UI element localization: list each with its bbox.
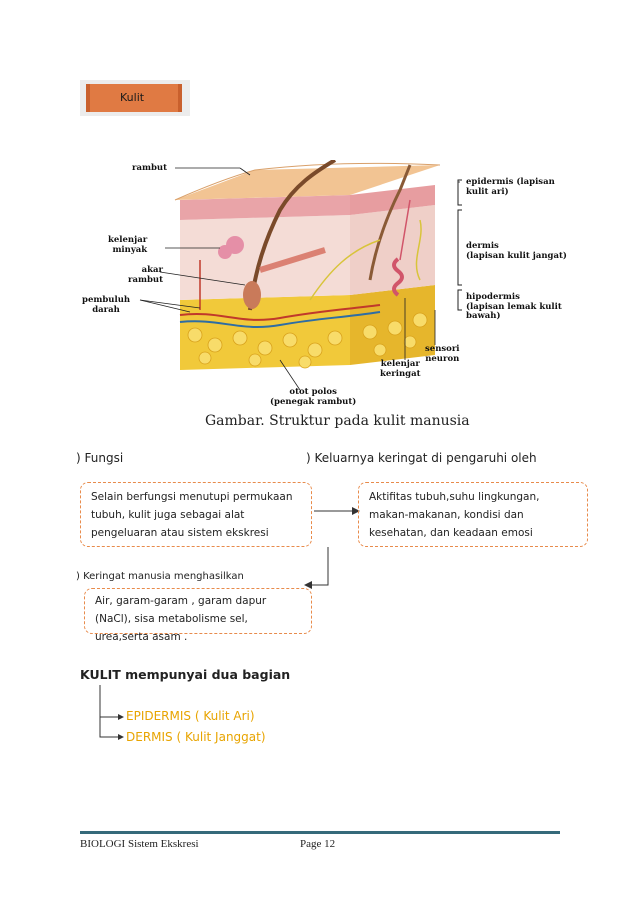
fungsi-header: ) Fungsi: [76, 451, 123, 465]
keringat-hasil-text: Air, garam-garam , garam dapur (NaCl), s…: [95, 595, 266, 643]
keringat-hasil-box: Air, garam-garam , garam dapur (NaCl), s…: [84, 588, 312, 634]
label-sensori-neuron: sensori neuron: [425, 345, 460, 364]
footer-page-number: Page 12: [300, 838, 335, 850]
keringat-pengaruh-box: Aktifitas tubuh,suhu lingkungan, makan-m…: [358, 482, 588, 547]
label-rambut: rambut: [132, 164, 167, 174]
fungsi-box: Selain berfungsi menutupi permukaan tubu…: [80, 482, 312, 547]
section-title-tab: Kulit: [80, 80, 190, 116]
label-akar-rambut: akar rambut: [128, 266, 163, 285]
keringat-hasil-header: ) Keringat manusia menghasilkan: [76, 571, 244, 582]
bagian-epidermis: EPIDERMIS ( Kulit Ari): [126, 709, 255, 723]
label-hipodermis: hipodermis (lapisan lemak kulit bawah): [466, 293, 592, 322]
label-otot-polos: otot polos (penegak rambut): [270, 388, 356, 407]
skin-structure-diagram: rambut kelenjar minyak akar rambut pembu…: [80, 160, 592, 405]
kulit-bagian-title: KULIT mempunyai dua bagian: [80, 667, 290, 682]
figure-caption: Gambar. Struktur pada kulit manusia: [205, 413, 470, 429]
arrow-right-icon: [312, 504, 362, 518]
label-kelenjar-keringat: kelenjar keringat: [380, 360, 421, 379]
footer-subject: BIOLOGI Sistem Ekskresi: [80, 838, 199, 850]
label-dermis: dermis (lapisan kulit jangat): [466, 242, 567, 261]
fungsi-text: Selain berfungsi menutupi permukaan tubu…: [91, 491, 292, 539]
bagian-dermis: DERMIS ( Kulit Janggat): [126, 730, 266, 744]
keringat-pengaruh-header: ) Keluarnya keringat di pengaruhi oleh: [306, 451, 537, 465]
footer-divider: [80, 831, 560, 834]
label-epidermis: epidermis (lapisan kulit ari): [466, 178, 555, 197]
section-title-bar: Kulit: [86, 84, 182, 112]
section-title: Kulit: [120, 91, 144, 104]
tree-connector: [96, 685, 126, 745]
keringat-pengaruh-text: Aktifitas tubuh,suhu lingkungan, makan-m…: [369, 491, 539, 539]
label-kelenjar-minyak: kelenjar minyak: [108, 236, 147, 255]
label-pembuluh-darah: pembuluh darah: [82, 296, 130, 315]
